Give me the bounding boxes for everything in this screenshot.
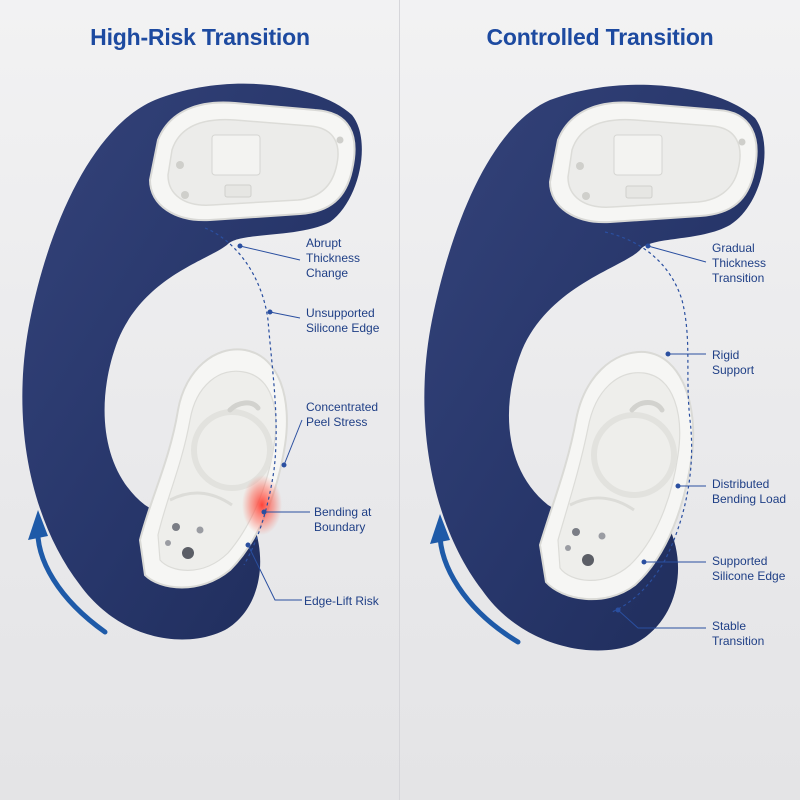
top-housing	[148, 101, 356, 222]
top-housing	[548, 101, 758, 224]
silicone-body	[424, 84, 765, 651]
callout-bending-at-boundary: Bending at Boundary	[314, 505, 372, 534]
device-illustration	[424, 84, 765, 651]
callout-stable-transition: Stable Transition	[712, 619, 765, 648]
leader-lines	[615, 243, 707, 629]
callout-supported-silicone-edge: Supported Silicone Edge	[712, 554, 786, 583]
callout-rigid-support: Rigid Support	[712, 348, 755, 377]
transition-boundary	[604, 231, 693, 613]
silicone-body	[22, 83, 362, 640]
panel-controlled: Controlled Transition	[400, 0, 800, 800]
bottom-housing	[538, 350, 695, 601]
callout-distributed-bending-load: Distributed Bending Load	[712, 477, 787, 506]
panel-title: High-Risk Transition	[90, 24, 310, 50]
panel-high-risk: High-Risk Transition	[0, 0, 400, 800]
callout-concentrated-peel-stress: Concentrated Peel Stress	[306, 400, 379, 429]
callout-abrupt-thickness-change: Abrupt Thickness Change	[306, 236, 361, 280]
panel-title: Controlled Transition	[486, 24, 714, 50]
callout-edge-lift-risk: Edge-Lift Risk	[304, 594, 379, 608]
device-illustration	[22, 83, 362, 640]
leader-lines	[237, 243, 310, 601]
callout-unsupported-silicone-edge: Unsupported Silicone Edge	[306, 306, 380, 335]
callout-gradual-thickness-transition: Gradual Thickness Transition	[712, 241, 767, 285]
bottom-housing	[138, 348, 288, 589]
stress-hotspot	[242, 475, 282, 535]
